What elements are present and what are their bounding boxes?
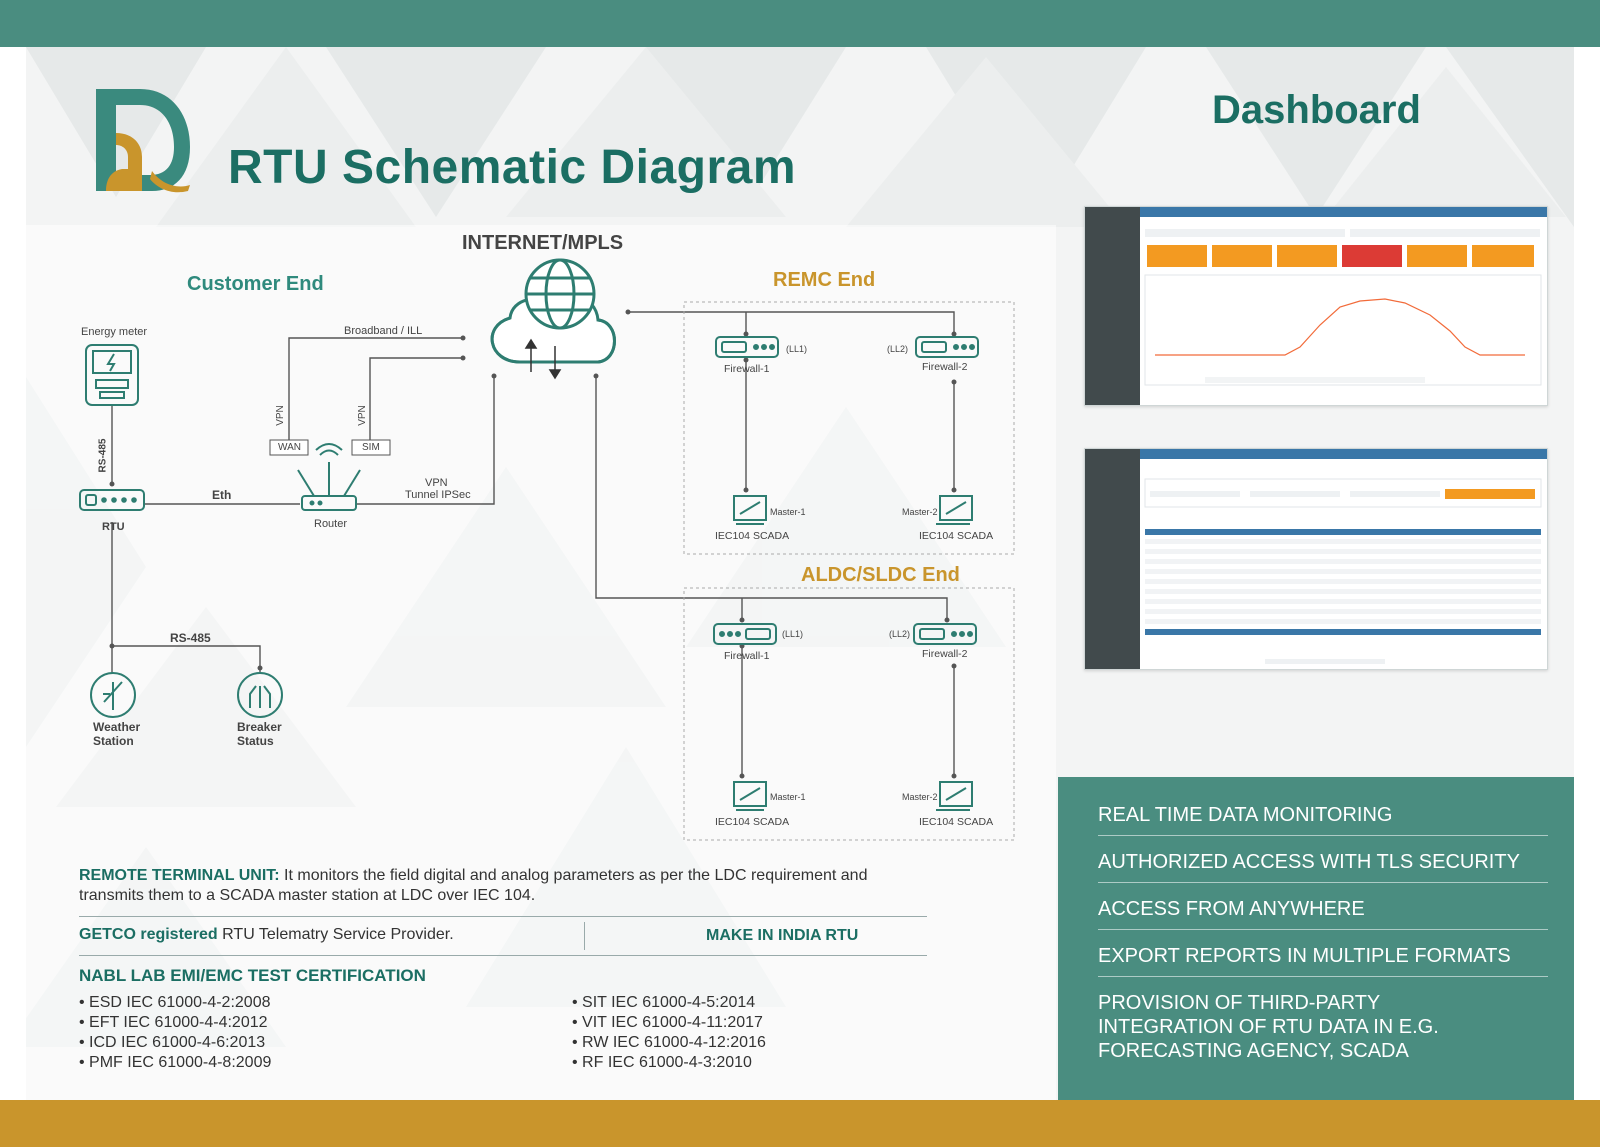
vpn-tunnel-label-1: VPN (425, 477, 448, 489)
make-in-india-label: MAKE IN INDIA RTU (706, 927, 859, 944)
cert-list-left: ESD IEC 61000-4-2:2008 EFT IEC 61000-4-4… (79, 993, 271, 1073)
top-band (0, 0, 1600, 47)
divider (79, 916, 927, 917)
aldc-master-2-label: Master-2 (902, 792, 938, 802)
router-label: Router (314, 518, 348, 530)
vertical-divider (584, 922, 585, 950)
vpn-wan-label: VPN (274, 405, 286, 426)
aldc-firewall-2-label: Firewall-2 (922, 648, 968, 660)
energy-meter-icon (85, 344, 139, 406)
remc-firewall-2-icon (915, 336, 979, 358)
aldc-master-1-label: Master-1 (770, 792, 806, 802)
cert-item: ESD IEC 61000-4-2:2008 (79, 993, 271, 1013)
feature-item: AUTHORIZED ACCESS WITH TLS SECURITY (1098, 836, 1548, 883)
feature-item: ACCESS FROM ANYWHERE (1098, 883, 1548, 930)
feature-item: EXPORT REPORTS IN MULTIPLE FORMATS (1098, 930, 1548, 977)
feature-item: REAL TIME DATA MONITORING (1098, 789, 1548, 836)
aldc-scada-2-label: IEC104 SCADA (919, 816, 994, 828)
rs485-vertical-label: RS-485 (97, 438, 109, 473)
remc-ll2-label: (LL2) (887, 344, 909, 354)
aldc-firewall-2-icon (913, 623, 977, 645)
cert-item: PMF IEC 61000-4-8:2009 (79, 1053, 271, 1073)
remc-master-1-monitor-icon (733, 495, 767, 525)
breaker-status-label-2: Status (237, 734, 274, 748)
remc-ll1-label: (LL1) (786, 344, 808, 354)
remc-firewall-1-label: Firewall-1 (724, 363, 770, 375)
vpn-tunnel-label-2: Tunnel IPSec (405, 489, 471, 501)
cert-item: RF IEC 61000-4-3:2010 (572, 1053, 766, 1073)
rtu-heading: REMOTE TERMINAL UNIT: (79, 867, 280, 884)
weather-station-icon (90, 672, 136, 718)
aldc-end-label: ALDC/SLDC End (801, 564, 960, 586)
remc-master-2-monitor-icon (936, 495, 973, 525)
company-logo (96, 89, 190, 193)
aldc-ll1-label: (LL1) (782, 629, 804, 639)
breaker-status-label-1: Breaker (237, 720, 282, 734)
cert-item: SIT IEC 61000-4-5:2014 (572, 993, 766, 1013)
cert-item: EFT IEC 61000-4-4:2012 (79, 1013, 271, 1033)
features-panel: REAL TIME DATA MONITORING AUTHORIZED ACC… (1058, 777, 1574, 1100)
rtu-icon (79, 489, 145, 511)
rtu-label: RTU (102, 521, 125, 533)
remc-end-label: REMC End (773, 269, 876, 291)
broadband-label: Broadband / ILL (344, 325, 423, 337)
cert-item: VIT IEC 61000-4-11:2017 (572, 1013, 766, 1033)
rtu-description: REMOTE TERMINAL UNIT: It monitors the fi… (79, 866, 919, 906)
cert-list-right: SIT IEC 61000-4-5:2014 VIT IEC 61000-4-1… (572, 993, 766, 1073)
remc-scada-2-label: IEC104 SCADA (919, 530, 994, 542)
getco-bold: GETCO registered (79, 926, 218, 943)
aldc-firewall-1-icon (713, 623, 777, 645)
dashboard-screenshot-chart (1084, 206, 1548, 406)
cert-item: RW IEC 61000-4-12:2016 (572, 1033, 766, 1053)
cert-heading: NABL LAB EMI/EMC TEST CERTIFICATION (79, 966, 426, 985)
weather-station-label-2: Station (93, 734, 134, 748)
dashboard-screenshot-table (1084, 448, 1548, 670)
router-icon (297, 443, 361, 511)
weather-station-label-1: Weather (93, 720, 141, 734)
getco-text: RTU Telematry Service Provider. (217, 926, 454, 943)
internet-label: INTERNET/MPLS (462, 232, 624, 254)
aldc-firewall-1-label: Firewall-1 (724, 650, 770, 662)
remc-firewall-2-label: Firewall-2 (922, 361, 968, 373)
divider (79, 955, 927, 956)
remc-firewall-1-icon (715, 336, 779, 358)
page-title: RTU Schematic Diagram (228, 141, 797, 194)
content-panel (26, 225, 1056, 1100)
cloud-icon (490, 258, 616, 364)
customer-end-label: Customer End (187, 273, 324, 295)
breaker-status-icon (237, 672, 283, 718)
rs485-horizontal-label: RS-485 (170, 631, 211, 645)
cert-item: ICD IEC 61000-4-6:2013 (79, 1033, 271, 1053)
remc-master-1-label: Master-1 (770, 507, 806, 517)
feature-item: PROVISION OF THIRD-PARTY INTEGRATION OF … (1098, 992, 1439, 1062)
remc-scada-1-label: IEC104 SCADA (715, 530, 790, 542)
eth-label: Eth (212, 488, 232, 502)
getco-line: GETCO registered RTU Telematry Service P… (79, 926, 454, 944)
aldc-master-1-monitor-icon (733, 781, 767, 811)
vpn-sim-label: VPN (356, 405, 368, 426)
rtu-text: It monitors the field digital and analog… (79, 867, 868, 904)
remc-master-2-label: Master-2 (902, 507, 938, 517)
energy-meter-label: Energy meter (81, 326, 148, 338)
wan-label: WAN (278, 442, 301, 453)
aldc-ll2-label: (LL2) (889, 629, 911, 639)
aldc-scada-1-label: IEC104 SCADA (715, 816, 790, 828)
dashboard-title: Dashboard (1212, 88, 1421, 132)
sim-label: SIM (362, 442, 380, 453)
bottom-band (0, 1100, 1600, 1147)
aldc-master-2-monitor-icon (936, 781, 973, 811)
